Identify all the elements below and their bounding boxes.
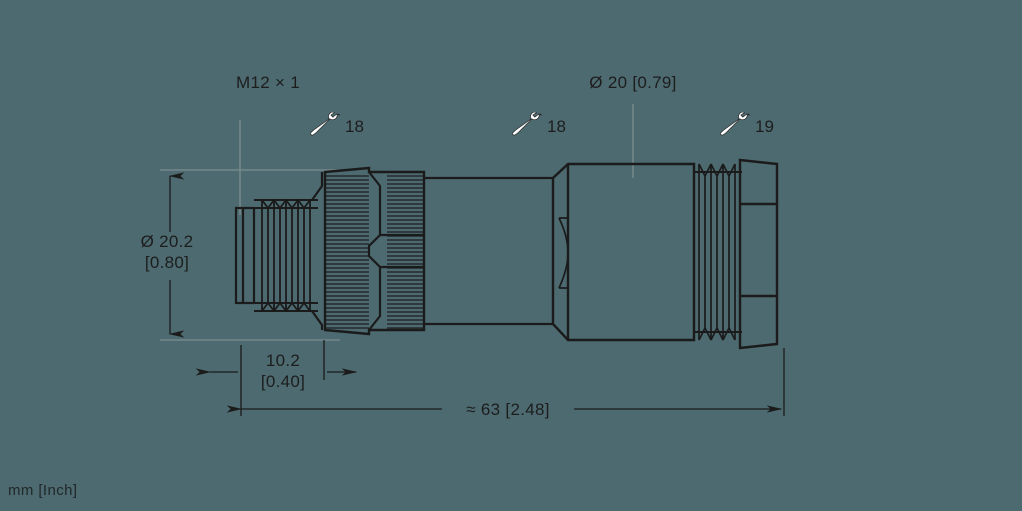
- connector-front-tip: [234, 206, 256, 305]
- nut-facet: [367, 171, 424, 331]
- wrench-size-label: 18: [547, 116, 566, 136]
- wrench-icon: [719, 111, 752, 141]
- units-note: mm [Inch]: [8, 482, 78, 499]
- connector-geometry: [234, 158, 779, 350]
- wrench-mark-3: 19: [719, 111, 774, 141]
- wrench-mark-2: 18: [511, 111, 566, 141]
- label-diameter-head: Ø 20.2: [140, 232, 194, 251]
- wrench-size-label: 19: [755, 116, 774, 136]
- label-diameter-head-inch: [0.80]: [144, 253, 190, 272]
- wrench-size-label: 18: [345, 116, 364, 136]
- label-thread-length: 10.2: [265, 351, 301, 370]
- dim-thread-length: [195, 340, 358, 380]
- mid-barrel: [424, 176, 553, 326]
- extension-lines: [160, 104, 634, 341]
- nut-chamfer: [311, 172, 324, 330]
- gland-thread-profile: [698, 163, 736, 341]
- gland-thread: [694, 171, 742, 333]
- wrench-icon: [309, 111, 342, 141]
- thread-profile: [261, 199, 311, 312]
- label-total-length: ≈ 63 [2.48]: [466, 400, 550, 419]
- knurl-band-left: [325, 175, 369, 329]
- knurl-band-right: [387, 175, 424, 329]
- label-thread: M12 × 1: [236, 73, 300, 92]
- wrench-mark-1: 18: [309, 111, 364, 141]
- rear-cap: [738, 158, 779, 350]
- wrench-icon: [511, 111, 544, 141]
- label-diameter-body: Ø 20 [0.79]: [589, 73, 677, 92]
- housing-relief-arc: [558, 217, 569, 289]
- dim-total-length: [226, 348, 785, 416]
- knurl-hatching: [325, 175, 424, 329]
- label-thread-length-inch: [0.40]: [260, 372, 306, 391]
- knurled-nut-outline: [323, 166, 426, 336]
- main-housing: [551, 162, 696, 342]
